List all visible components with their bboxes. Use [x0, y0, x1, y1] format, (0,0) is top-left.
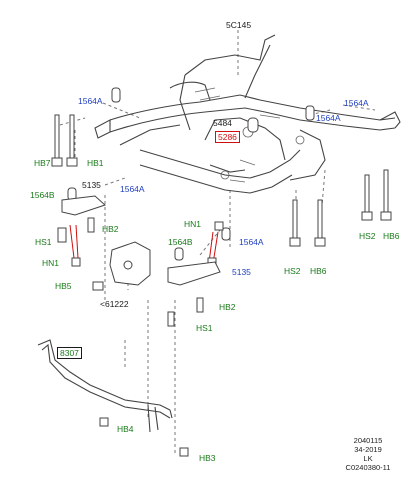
label-hb4[interactable]: HB4	[117, 424, 134, 434]
leader-lines	[59, 30, 376, 455]
label-hs1-left[interactable]: HS1	[35, 237, 52, 247]
label-highlighted-part[interactable]: 5286	[215, 131, 240, 143]
reference-line-3: LK	[363, 454, 373, 463]
reference-line-1: 2040115	[353, 436, 383, 445]
reference-line-2: 34-2019	[354, 445, 382, 454]
label-hs2-right[interactable]: HS2	[359, 231, 376, 241]
label-hb1-top[interactable]: HB1	[87, 158, 104, 168]
label-hn1-left[interactable]: HN1	[42, 258, 60, 268]
part-61222	[109, 241, 151, 286]
label-5135-left[interactable]: 5135	[82, 180, 101, 190]
label-hb5[interactable]: HB5	[55, 281, 72, 291]
label-hn1-mid[interactable]: HN1	[184, 219, 202, 229]
label-8307[interactable]: 8307	[57, 347, 82, 359]
label-hs1-mid[interactable]: HS1	[196, 323, 213, 333]
label-hb2-left[interactable]: HB2	[102, 224, 119, 234]
reference-line-4: C0240380-11	[345, 463, 391, 472]
bushings	[67, 87, 315, 261]
diagram-reference: 2040115 34-2019 LK C0240380-11	[338, 436, 398, 472]
label-hb2-mid[interactable]: HB2	[219, 302, 236, 312]
stabilizer-bar	[37, 339, 173, 433]
label-hb7[interactable]: HB7	[34, 158, 51, 168]
label-hb3[interactable]: HB3	[199, 453, 216, 463]
label-1564a-top-right-b[interactable]: 1564A	[316, 113, 341, 123]
label-hb6-right[interactable]: HB6	[383, 231, 400, 241]
label-5135-right[interactable]: 5135	[232, 267, 251, 277]
label-1564b-left[interactable]: 1564B	[30, 190, 55, 200]
label-5c145[interactable]: 5C145	[226, 20, 252, 30]
label-1564a-top-left[interactable]: 1564A	[78, 96, 103, 106]
label-1564a-mid-left[interactable]: 1564A	[120, 184, 145, 194]
label-1564b-mid[interactable]: 1564B	[168, 237, 193, 247]
label-1564a-top-right-a[interactable]: 1564A	[344, 98, 369, 108]
label-61222[interactable]: <61222	[100, 299, 129, 309]
label-5484[interactable]: 5484	[213, 118, 232, 128]
bolts	[51, 114, 392, 457]
label-1564a-mid-right[interactable]: 1564A	[239, 237, 264, 247]
brackets	[61, 195, 221, 286]
label-hs2-center[interactable]: HS2	[284, 266, 301, 276]
subframe-shape	[94, 34, 401, 194]
label-hb6-center[interactable]: HB6	[310, 266, 327, 276]
